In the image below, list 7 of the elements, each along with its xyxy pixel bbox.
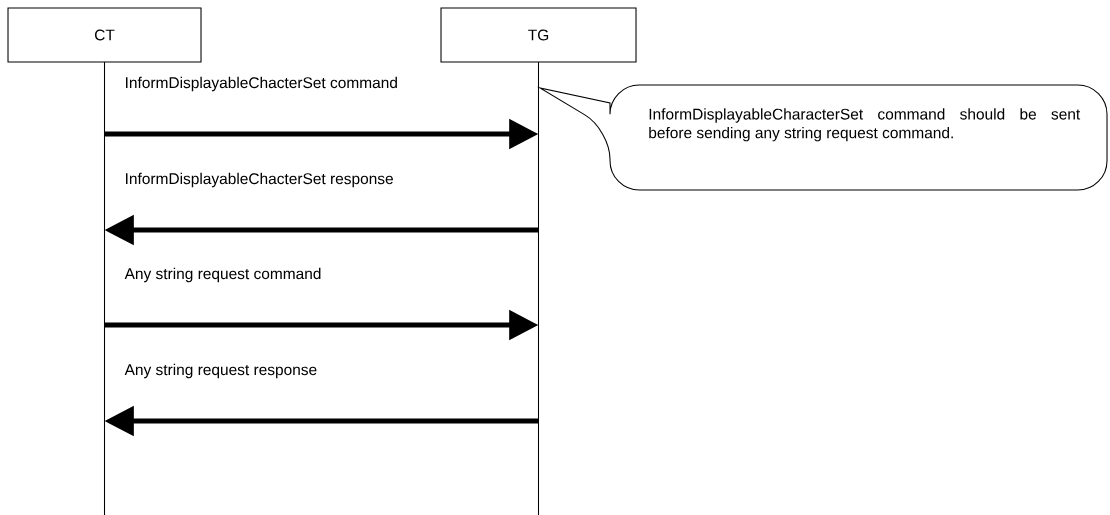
participant-box: CT bbox=[7, 7, 202, 63]
edge-label: InformDisplayableChacterSet response bbox=[126, 172, 393, 188]
edge-label: InformDisplayableChacterSet command bbox=[126, 76, 397, 92]
participant-box: TG bbox=[440, 7, 637, 63]
edge-label: Any string request command bbox=[124, 267, 321, 283]
callout-bubble: InformDisplayableCharacterSet command should be sent before sending any string request command. bbox=[539, 84, 1108, 191]
edge-label: Any string request response bbox=[124, 363, 317, 379]
